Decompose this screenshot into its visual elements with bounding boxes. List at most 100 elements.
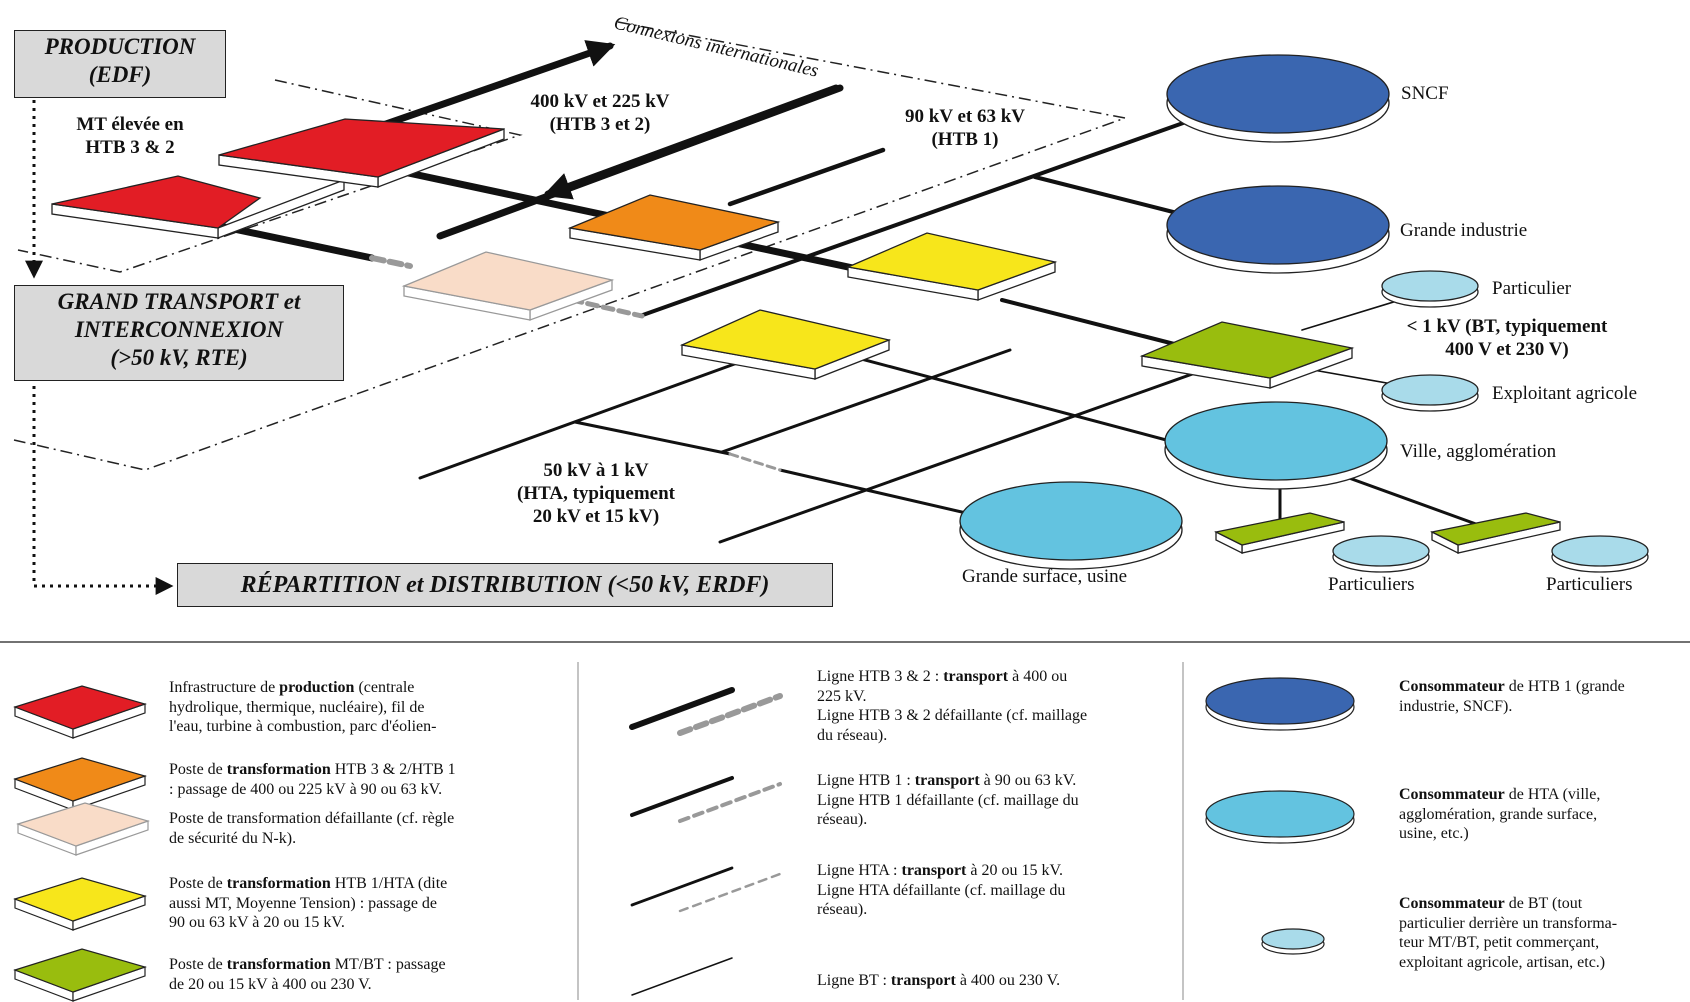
production-box-line: (EDF) bbox=[88, 62, 152, 87]
hta-line bbox=[718, 370, 1200, 544]
legend-production-text: Infrastructure de production (centrale h… bbox=[169, 679, 437, 735]
ville-disc bbox=[1164, 401, 1388, 490]
legend-bt-consumer-text: Consommateur de BT (tout particulier der… bbox=[1399, 895, 1618, 971]
htb1-line bbox=[848, 354, 1187, 447]
hta-line bbox=[418, 360, 742, 480]
legend-failed-substation-swatch bbox=[16, 802, 150, 856]
htb1-line-text: (HTB 1) bbox=[931, 129, 999, 150]
htb1-line bbox=[638, 115, 1202, 318]
legend-disc-swatches bbox=[1205, 677, 1355, 955]
transport-to-distribution-arrow bbox=[32, 378, 174, 595]
legend-htb32-line bbox=[629, 687, 735, 730]
legend-hta-substation-text: Poste de transformation HTB 1/HTA (dite … bbox=[169, 875, 448, 931]
particuliers-disc bbox=[1551, 535, 1649, 573]
legend-htb-substation-swatch bbox=[13, 757, 147, 811]
hta-line bbox=[573, 420, 732, 456]
hta-line-text: 20 kV et 15 kV) bbox=[532, 506, 660, 527]
transport-box-line: (>50 kV, RTE) bbox=[110, 345, 248, 370]
legend-htb1-consumer-text: Consommateur de HTB 1 (grande industrie,… bbox=[1399, 678, 1625, 715]
exploitant-disc bbox=[1381, 374, 1479, 412]
legend-htb32-line-text: Ligne HTB 3 & 2 : transport à 400 ou 225… bbox=[817, 668, 1088, 744]
legend-htb1-line bbox=[630, 776, 734, 817]
htb32-line-text: 400 kV et 225 kV bbox=[530, 91, 670, 112]
legend-failed-htb1-line bbox=[678, 782, 782, 823]
flow-arrows bbox=[25, 100, 174, 595]
sncf-label: SNCF bbox=[1401, 83, 1449, 104]
consumers bbox=[959, 54, 1649, 573]
legend-bt-consumer-swatch bbox=[1261, 928, 1325, 955]
bt-line-text: < 1 kV (BT, typiquement bbox=[1406, 316, 1608, 337]
legend-bt-line-text: Ligne BT : transport à 400 ou 230 V. bbox=[817, 972, 1061, 989]
legend-htb1-line-text: Ligne HTB 1 : transport à 90 ou 63 kV. L… bbox=[817, 772, 1079, 828]
production-zone-boundary bbox=[17, 79, 523, 273]
bt-substation-tile bbox=[1139, 321, 1355, 389]
legend-hta-consumer-swatch bbox=[1205, 790, 1355, 844]
mt-elevee-label: MT élevée en HTB 3 & 2 bbox=[52, 113, 208, 159]
bt-label: < 1 kV (BT, typiquement 400 V et 230 V) bbox=[1372, 315, 1642, 361]
legend-hta-line-text: Ligne HTA : transport à 20 ou 15 kV. Lig… bbox=[817, 862, 1066, 918]
htb1-line bbox=[1033, 175, 1187, 217]
ville-label: Ville, agglomération bbox=[1400, 441, 1557, 462]
htb1-line bbox=[1000, 298, 1192, 350]
transport-box: GRAND TRANSPORT et INTERCONNEXION (>50 k… bbox=[14, 285, 344, 381]
legend-production-swatch bbox=[13, 685, 147, 739]
sncf-disc bbox=[1166, 54, 1390, 143]
failed-htb32-line bbox=[569, 297, 645, 319]
legend-bt-substation-text: Poste de transformation MT/BT : passage … bbox=[169, 956, 446, 993]
htb1-line-text: 90 kV et 63 kV bbox=[905, 106, 1025, 127]
transport-box-line: GRAND TRANSPORT et bbox=[57, 289, 301, 314]
exploitant-label: Exploitant agricole bbox=[1492, 383, 1638, 404]
production-tile bbox=[51, 175, 345, 239]
htb32-line-text: (HTB 3 et 2) bbox=[549, 114, 651, 135]
production-tile bbox=[218, 118, 505, 188]
legend-line-swatches bbox=[629, 687, 783, 996]
transport-zone-boundary bbox=[13, 21, 1128, 471]
grande-surface-disc bbox=[959, 481, 1183, 570]
production-box-line: PRODUCTION bbox=[44, 34, 196, 59]
particuliers-disc bbox=[1332, 535, 1430, 573]
legend-hta-line bbox=[630, 866, 734, 907]
bt-substation-tile bbox=[1214, 512, 1345, 555]
htb1-label: 90 kV et 63 kV (HTB 1) bbox=[880, 105, 1050, 151]
particulier-disc bbox=[1381, 270, 1479, 308]
htb-substation-tile bbox=[567, 194, 781, 261]
legend-htb1-consumer-swatch bbox=[1205, 677, 1355, 731]
failed-hta-line bbox=[728, 452, 782, 472]
htb1-line bbox=[727, 147, 886, 207]
grande-industrie-label: Grande industrie bbox=[1400, 220, 1528, 241]
intl-in-arrow bbox=[542, 84, 840, 200]
legend-failed-substation-text: Poste de transformation défaillante (cf.… bbox=[169, 810, 455, 847]
legend-bt-substation-swatch bbox=[13, 948, 147, 1002]
legend-htb-substation-text: Poste de transformation HTB 3 & 2/HTB 1 … bbox=[169, 761, 456, 798]
legend-failed-htb32-line bbox=[677, 693, 783, 736]
bt-line-text: 400 V et 230 V) bbox=[1445, 339, 1569, 360]
substations bbox=[51, 118, 1561, 555]
legend-failed-hta-line bbox=[678, 872, 782, 913]
legend-tile-swatches bbox=[13, 685, 150, 1002]
legend-hta-substation-swatch bbox=[13, 877, 147, 931]
distribution-box: RÉPARTITION et DISTRIBUTION (<50 kV, ERD… bbox=[177, 563, 833, 607]
hta-line bbox=[720, 348, 1012, 454]
particuliers-label: Particuliers bbox=[1546, 574, 1633, 595]
particuliers-label: Particuliers bbox=[1328, 574, 1415, 595]
intl-out-arrow bbox=[356, 40, 616, 137]
zone-boundaries bbox=[13, 21, 1128, 471]
legend-hta-consumer-text: Consommateur de HTA (ville, agglomératio… bbox=[1399, 786, 1601, 842]
bt-substation-tile bbox=[1430, 512, 1561, 555]
hta-line bbox=[1336, 472, 1500, 534]
transport-box-line: INTERCONNEXION bbox=[74, 317, 284, 342]
particulier-label: Particulier bbox=[1492, 278, 1572, 299]
legend-bt-line bbox=[631, 957, 733, 996]
hta-line-text: (HTA, typiquement bbox=[517, 483, 675, 504]
mt-elevee-line: MT élevée en bbox=[76, 114, 184, 135]
grande-surface-label: Grande surface, usine bbox=[962, 566, 1128, 587]
mt-elevee-line: HTB 3 & 2 bbox=[85, 137, 175, 158]
hta-substation-tile bbox=[845, 232, 1058, 301]
hta-substation-tile bbox=[679, 309, 892, 380]
hta-line-text: 50 kV à 1 kV bbox=[543, 460, 649, 481]
failed-substation-tile bbox=[401, 251, 615, 321]
failed-htb32-line bbox=[369, 255, 413, 269]
grande-industrie-disc bbox=[1166, 185, 1390, 274]
htb32-label: 400 kV et 225 kV (HTB 3 et 2) bbox=[500, 90, 700, 136]
